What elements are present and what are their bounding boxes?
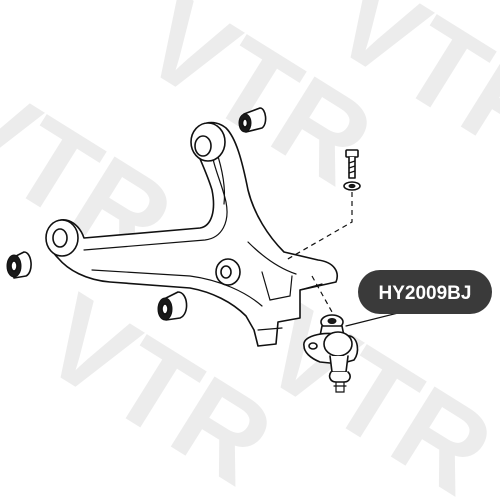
ball-joint: [303, 314, 359, 393]
part-number: HY2009BJ: [379, 283, 472, 304]
bolt-guide-line: [285, 192, 353, 261]
bushing-left: [6, 251, 32, 279]
bushing-lower: [157, 291, 188, 321]
part-label-bg: [358, 270, 492, 314]
pivot-eyes: [45, 122, 241, 286]
part-label: HY2009BJ: [358, 270, 492, 314]
bolt: [345, 149, 359, 179]
bushing-top: [238, 107, 267, 133]
washer: [343, 181, 361, 191]
rear-pivot-bore: [194, 135, 212, 157]
front-pivot-bore: [52, 228, 68, 248]
joint-guide-line: [311, 275, 333, 313]
center-pivot-bore: [220, 265, 232, 279]
